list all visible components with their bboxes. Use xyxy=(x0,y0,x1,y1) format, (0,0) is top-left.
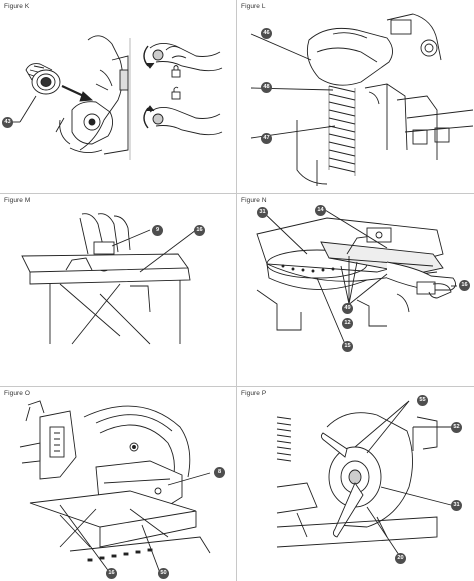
figure-l-panel: Figure L 46 48 47 xyxy=(237,0,473,193)
figure-o-illustration xyxy=(19,400,211,574)
figure-k-illustration xyxy=(8,35,223,160)
figure-n-panel: Figure N 31 14 16 49 12 15 xyxy=(237,194,473,387)
figure-o-caption: Figure O xyxy=(4,390,31,397)
grid-row-divider-1 xyxy=(0,193,474,194)
figure-o-panel: Figure O 8 16 50 xyxy=(0,387,236,580)
callout-50: 50 xyxy=(158,568,169,579)
callout-14: 14 xyxy=(315,205,326,216)
figure-p-caption: Figure P xyxy=(241,390,267,397)
blade-guard xyxy=(83,405,191,478)
callout-16: 16 xyxy=(459,280,470,291)
upper-hand-lock xyxy=(143,43,223,72)
callout-49: 49 xyxy=(342,303,353,314)
callout-31: 31 xyxy=(257,207,268,218)
grid-row-divider-2 xyxy=(0,386,474,387)
lower-hand-unlock xyxy=(143,105,223,136)
figure-n-caption: Figure N xyxy=(241,197,267,204)
figure-p-panel: Figure P 55 52 31 20 xyxy=(237,387,473,580)
callout-16: 16 xyxy=(194,225,205,236)
callout-15: 15 xyxy=(342,341,353,352)
figure-m-panel: Figure M 9 16 xyxy=(0,194,236,387)
coil-spring xyxy=(328,85,356,176)
lock-handle xyxy=(386,261,456,291)
figure-m-caption: Figure M xyxy=(4,197,31,204)
callout-43: 43 xyxy=(2,117,13,128)
spring-cap xyxy=(306,27,393,86)
callout-9: 9 xyxy=(152,225,163,236)
figure-n-illustration xyxy=(256,209,457,345)
callout-46: 46 xyxy=(261,28,272,39)
callout-20: 20 xyxy=(395,553,406,564)
figure-p-illustration xyxy=(276,400,452,556)
callout-8: 8 xyxy=(214,467,225,478)
hatched-base xyxy=(87,548,153,562)
figure-k-panel: Figure K 43 xyxy=(0,0,236,193)
callout-16: 16 xyxy=(106,568,117,579)
figure-l-illustration xyxy=(250,13,473,186)
scale-dots xyxy=(281,264,335,273)
lock-lever xyxy=(320,432,348,458)
callout-47: 47 xyxy=(261,133,272,144)
lock-open-icon xyxy=(171,86,181,100)
callout-48: 48 xyxy=(261,82,272,93)
arrow-head xyxy=(79,91,94,102)
fence xyxy=(21,253,189,273)
figure-l-caption: Figure L xyxy=(241,3,266,10)
callout-12: 12 xyxy=(342,318,353,329)
lock-closed-icon xyxy=(171,65,181,78)
callout-31: 31 xyxy=(451,500,462,511)
side-spring xyxy=(276,416,292,462)
dust-nozzle-part xyxy=(25,63,61,95)
figure-k-caption: Figure K xyxy=(4,3,30,10)
callout-55: 55 xyxy=(417,395,428,406)
figure-m-illustration xyxy=(21,213,197,345)
grid-vertical-divider xyxy=(236,0,237,581)
callout-52: 52 xyxy=(451,422,462,433)
